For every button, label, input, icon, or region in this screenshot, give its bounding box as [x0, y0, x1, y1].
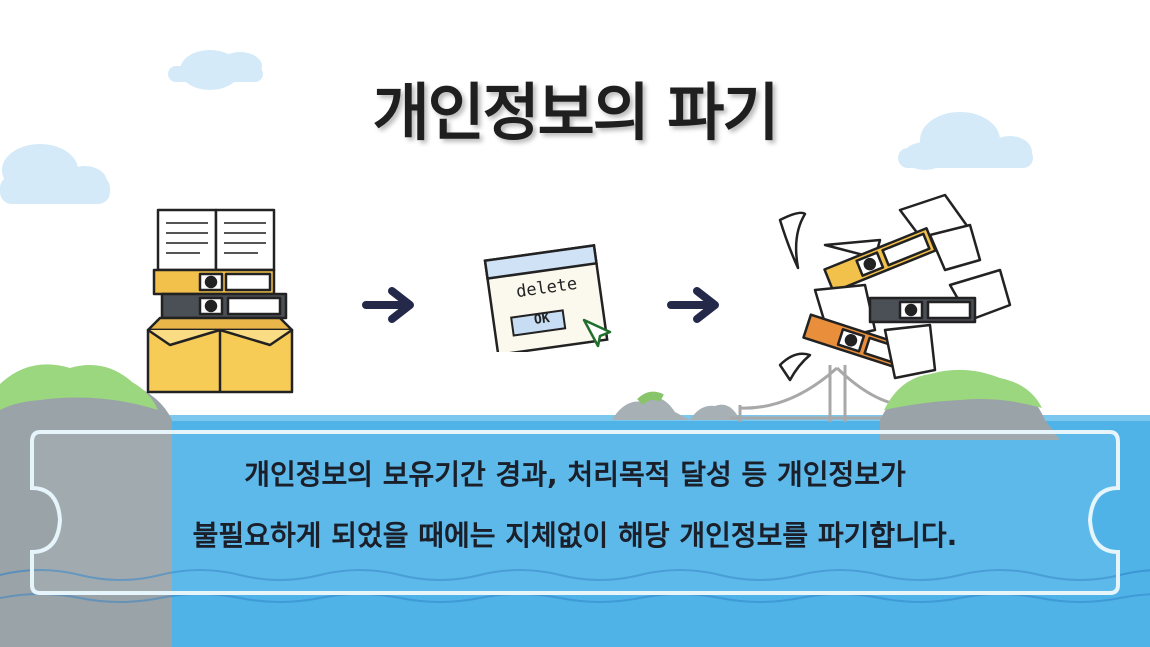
cloud-icon	[168, 50, 263, 90]
arrow-right-icon	[667, 287, 719, 323]
arrow-right-icon	[362, 287, 414, 323]
dialog-ok-button[interactable]: OK	[533, 310, 551, 329]
document-stack-icon	[146, 208, 294, 394]
description-line-2: 불필요하게 되었을 때에는 지체없이 해당 개인정보를 파기합니다.	[192, 519, 958, 552]
shredded-files-icon	[778, 193, 1012, 382]
cloud-icon	[898, 112, 1033, 170]
cursor-icon	[582, 318, 612, 348]
description-line-1: 개인정보의 보유기간 경과, 처리목적 달성 등 개인정보가	[244, 458, 906, 491]
page-title: 개인정보의 파기	[372, 76, 780, 149]
delete-dialog[interactable]: delete OK	[480, 232, 620, 352]
description-text: 개인정보의 보유기간 경과, 처리목적 달성 등 개인정보가 불필요하게 되었을…	[60, 458, 1090, 580]
cloud-icon	[0, 144, 110, 204]
